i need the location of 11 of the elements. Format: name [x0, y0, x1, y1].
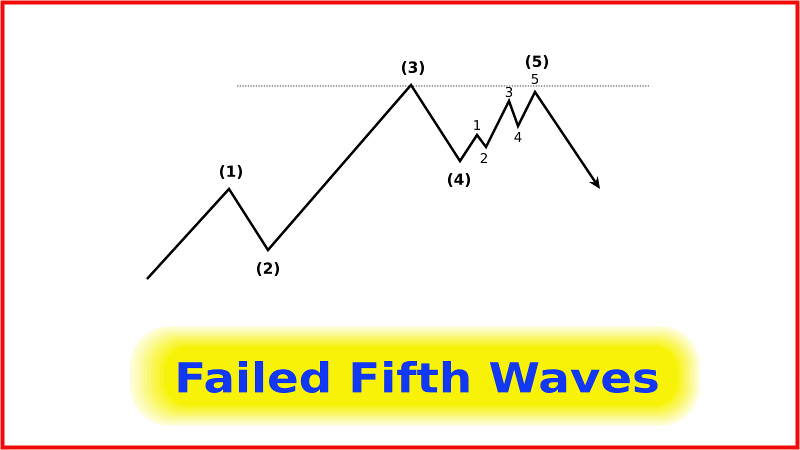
subwave-label: 1 — [474, 120, 480, 130]
wave-label: (2) — [256, 262, 280, 276]
wave-label: (1) — [220, 165, 242, 179]
subwave-label: 2 — [480, 153, 487, 163]
subwave-label: 4 — [514, 132, 522, 142]
wave-label: (3) — [402, 61, 424, 75]
title-banner: Failed Fifth Waves — [130, 326, 700, 426]
subwave-label: 3 — [506, 86, 512, 98]
wave-label: (4) — [448, 173, 470, 187]
subwave-label: 5 — [532, 74, 538, 84]
wave-label: (5) — [526, 55, 548, 69]
